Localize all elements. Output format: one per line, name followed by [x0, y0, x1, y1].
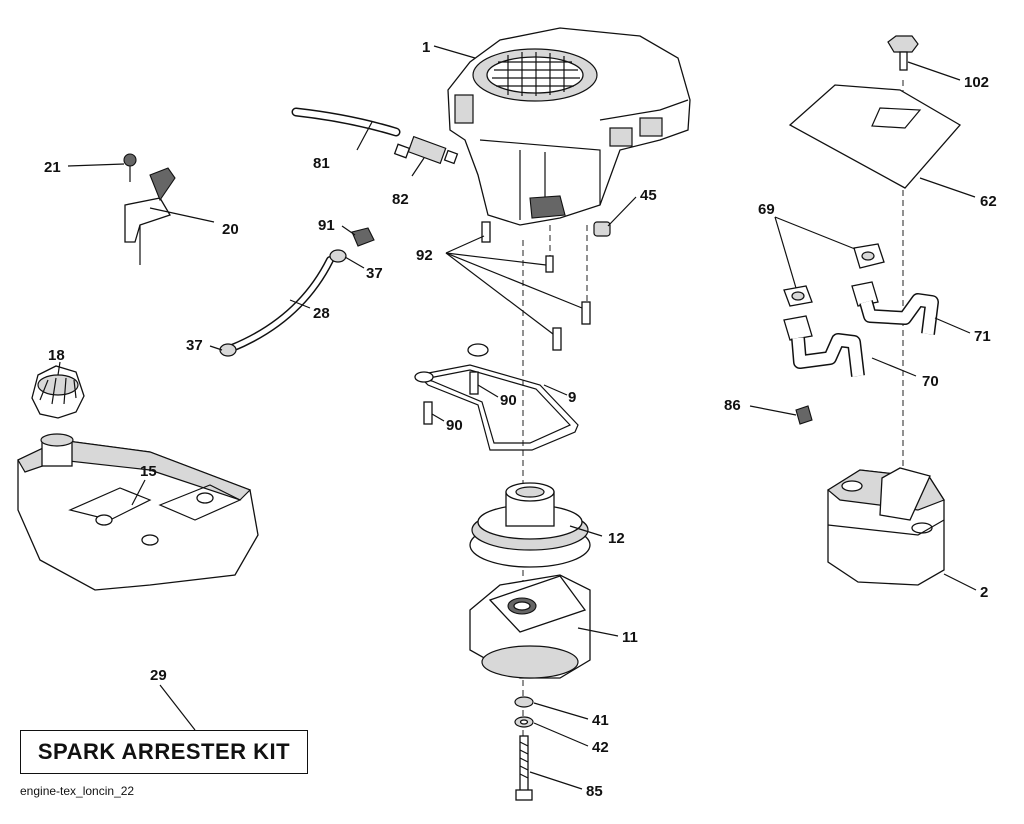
diagram-id-caption: engine-tex_loncin_22	[20, 784, 135, 798]
exhaust-pipe-70	[783, 315, 865, 377]
nut	[593, 221, 611, 237]
leader-lines	[57, 45, 977, 790]
fuel-valve	[393, 135, 459, 165]
clamp-upper	[329, 249, 347, 263]
callout-37-upper: 37	[366, 265, 383, 282]
callout-71: 71	[974, 328, 991, 345]
callout-28: 28	[313, 305, 330, 322]
fuel-tank	[17, 433, 259, 591]
callout-15: 15	[140, 463, 157, 480]
engine-bolts	[481, 221, 591, 351]
callout-102: 102	[964, 74, 989, 91]
exhaust-gaskets	[783, 243, 885, 307]
bolt	[469, 371, 479, 395]
spark-arrester-kit-box: SPARK ARRESTER KIT	[20, 730, 308, 774]
callout-90-lower: 90	[446, 417, 463, 434]
knob	[887, 35, 919, 71]
exhaust-nut	[795, 405, 813, 425]
muffler	[826, 467, 945, 586]
exhaust-pipe-71	[851, 281, 939, 335]
callout-2: 2	[980, 584, 988, 601]
bolt	[423, 401, 433, 425]
callout-29: 29	[150, 667, 167, 684]
callout-9: 9	[568, 389, 576, 406]
callout-69: 69	[758, 201, 775, 218]
callout-92: 92	[416, 247, 433, 264]
pulley-bolt	[515, 735, 533, 801]
callout-42: 42	[592, 739, 609, 756]
callout-1: 1	[422, 39, 430, 56]
callout-11: 11	[622, 629, 638, 646]
callout-45: 45	[640, 187, 657, 204]
callout-41: 41	[592, 712, 609, 729]
callout-86: 86	[724, 397, 741, 414]
callout-21: 21	[44, 159, 61, 176]
washer	[514, 696, 534, 708]
callout-70: 70	[922, 373, 939, 390]
callout-82: 82	[392, 191, 409, 208]
callout-20: 20	[222, 221, 239, 238]
callout-12: 12	[608, 530, 625, 547]
heat-shield	[788, 84, 962, 189]
callout-90-upper: 90	[500, 392, 517, 409]
throttle-control	[123, 153, 176, 265]
fuel-cap	[31, 365, 85, 419]
callout-85: 85	[586, 783, 603, 800]
fuel-hose	[228, 256, 334, 352]
callout-81: 81	[313, 155, 330, 172]
hose-fitting	[351, 227, 375, 247]
callout-37-lower: 37	[186, 337, 203, 354]
clamp-lower	[219, 343, 237, 357]
engine	[447, 27, 691, 226]
callout-62: 62	[980, 193, 997, 210]
electric-clutch	[469, 574, 591, 679]
callout-91: 91	[318, 217, 335, 234]
pulley	[469, 482, 591, 568]
gasket-plate	[414, 343, 579, 451]
callout-18: 18	[48, 347, 65, 364]
